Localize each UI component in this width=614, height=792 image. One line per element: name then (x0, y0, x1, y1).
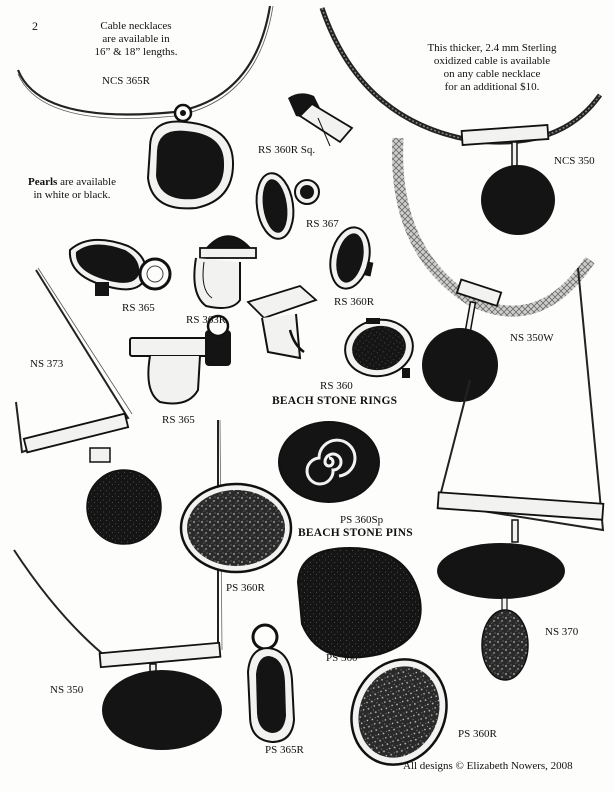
thick-cable-note: This thicker, 2.4 mm Sterling oxidized c… (412, 42, 572, 94)
label-rs363r: RS 363R (186, 314, 227, 326)
ps360-pin (296, 546, 422, 659)
rs360r-sq-ring (288, 93, 354, 147)
heading-beach-stone-pins: BEACH STONE PINS (298, 527, 413, 539)
copyright-footer: All designs © Elizabeth Nowers, 2008 (403, 760, 573, 772)
pearls-word: Pearls (28, 176, 58, 188)
label-rs367: RS 367 (306, 218, 339, 230)
rs363r-ring (193, 235, 257, 309)
label-ns350: NS 350 (50, 684, 84, 696)
pearls-note-line-2: in white or black. (33, 189, 111, 201)
label-ps360sp: PS 360Sp (340, 514, 384, 526)
label-rs365-top: RS 365 (122, 302, 155, 314)
cable-note: Cable necklaces are available in 16” & 1… (78, 20, 194, 59)
rs365-ring-lower (129, 314, 231, 405)
pearls-rest: are available (57, 176, 116, 188)
ns350-necklace (13, 419, 223, 750)
label-ps360r-left: PS 360R (226, 582, 265, 594)
cable-note-line-3: 16” & 18” lengths. (94, 46, 178, 58)
cable-note-line-1: Cable necklaces (100, 20, 172, 32)
label-ps365r: PS 365R (265, 744, 304, 756)
label-ncs350: NCS 350 (554, 155, 595, 167)
label-rs360r: RS 360R (334, 296, 375, 308)
label-ps360: PS 360 (326, 652, 358, 664)
rs-ring-middle (246, 284, 318, 360)
label-ns370: NS 370 (545, 626, 579, 638)
ns373-necklace (15, 267, 162, 545)
heading-beach-stone-rings: BEACH STONE RINGS (272, 395, 398, 407)
pearls-note: Pearls are available in white or black. (18, 176, 126, 202)
thick-cable-note-line-4: for an additional $10. (444, 81, 540, 93)
ncs365r-necklace (16, 5, 274, 210)
ns350w-necklace (392, 137, 595, 402)
rs365-ring-top (68, 238, 172, 296)
cable-note-line-2: are available in (102, 33, 170, 45)
label-rs360r-sq: RS 360R Sq. (258, 144, 316, 156)
rs360-ring (344, 318, 414, 378)
ps365r-pin (246, 623, 296, 744)
label-ns350w: NS 350W (510, 332, 554, 344)
ps360sp-pin (278, 421, 380, 503)
label-ns373: NS 373 (30, 358, 64, 370)
ns370-necklace (436, 267, 605, 681)
ncs350-necklace (319, 7, 603, 235)
ps360r-pin-bottom (350, 658, 448, 766)
rs367-ring (255, 172, 320, 240)
rs360r-ring (329, 226, 374, 290)
pearls-note-line-1: Pearls are available (18, 176, 126, 189)
ps360r-pin-left (179, 482, 293, 574)
page-number: 2 (32, 19, 38, 33)
label-rs360: RS 360 (320, 380, 353, 392)
label-ps360r-bottom: PS 360R (458, 728, 497, 740)
thick-cable-note-line-2: oxidized cable is available (433, 55, 551, 67)
label-ncs365r: NCS 365R (102, 75, 150, 87)
thick-cable-note-line-3: on any cable necklace (443, 68, 541, 80)
label-rs365-lower: RS 365 (162, 414, 195, 426)
thick-cable-note-line-1: This thicker, 2.4 mm Sterling (427, 42, 557, 54)
